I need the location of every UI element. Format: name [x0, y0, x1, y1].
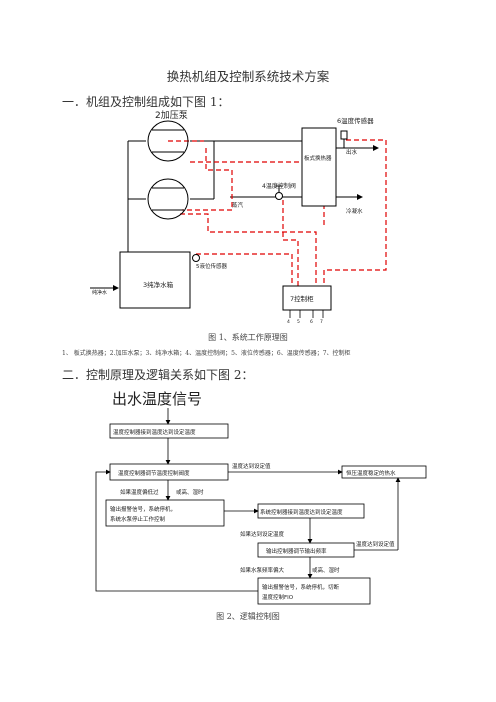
logic-box-6: 输出报警信号，系统停机，切断	[262, 583, 340, 591]
level-sensor-label: 5液位传感器	[196, 262, 227, 270]
logic-box-6: 温度控制FIO	[262, 593, 294, 601]
logic-box-1: 温度控制器接到温度达到设定温度	[113, 428, 196, 436]
condition-label: 或高、湿时	[312, 566, 340, 574]
arrow-label: 温度达到设定值	[356, 540, 395, 548]
temp-sensor-icon	[340, 130, 348, 140]
logic-box-2: 温度控制器调节温度控制阀度	[118, 469, 190, 477]
heat-exchanger-label: 板式换热器	[304, 154, 332, 162]
outlet-label: 出水	[346, 148, 358, 156]
cold-water-label: 冷凝水	[346, 207, 363, 215]
logic-box-3: 系统水泵停止工作控制	[110, 515, 166, 523]
valve-icon	[275, 192, 283, 200]
figure-1-legend: 1、 板式换热器；2.加压水泵；3、纯净水箱；4、温度控制阀；5、液位传感器；6…	[62, 350, 351, 357]
condition-label: 或高、湿时	[176, 488, 204, 496]
section-heading-1: 一．机组及控制组成如下图 1：	[62, 95, 230, 109]
steam-label: 蒸汽	[232, 201, 244, 209]
valve-label: 4温度控制阀	[262, 182, 296, 190]
pure-water-label: 纯净水	[92, 289, 107, 296]
signal-title: 出水温度信号	[112, 390, 202, 408]
document-title: 换热机组及控制系统技术方案	[166, 69, 330, 84]
cabinet-label: 7控制柜	[290, 294, 314, 303]
condition-label: 如果达到设定温度	[240, 530, 285, 538]
condition-label: 如果温度偏低过	[120, 488, 159, 496]
figure-2-caption: 图 2、逻辑控制图	[216, 612, 280, 621]
logic-box-right: 恒压温度稳定的热水	[346, 469, 396, 477]
temp-sensor-label: 6温度传感器	[337, 116, 374, 125]
pump-label: 2加压泵	[155, 110, 188, 121]
condition-label: 如果水泵频率偏大	[240, 566, 285, 574]
section-heading-2: 二．控制原理及逻辑关系如下图 2：	[62, 368, 254, 382]
terminal-label: 7	[320, 319, 323, 325]
terminal-label: 6	[310, 319, 313, 325]
logic-box-3: 输出报警信号，系统停机，	[110, 505, 176, 513]
figure-1-caption: 图 1、系统工作原理图	[208, 333, 288, 342]
arrow-label: 温度达到设定值	[232, 462, 271, 470]
logic-diagram: 出水温度信号 温度控制器接到温度达到设定温度 温度控制器调节温度控制阀度 温度达…	[95, 390, 427, 605]
terminal-label: 4	[287, 319, 290, 325]
tank-label: 3纯净水箱	[143, 280, 174, 289]
system-diagram: 2加压泵 板式换热器 6温度传感器 出水 4温度控制阀 蒸汽 冷凝水 3纯净水箱…	[90, 110, 387, 325]
logic-box-4: 系统控制器接到温度达到设定温度	[260, 508, 343, 516]
level-sensor-icon	[192, 254, 200, 262]
logic-box-5: 输出控制器调节输出频率	[266, 547, 327, 555]
terminal-label: 5	[297, 319, 300, 325]
